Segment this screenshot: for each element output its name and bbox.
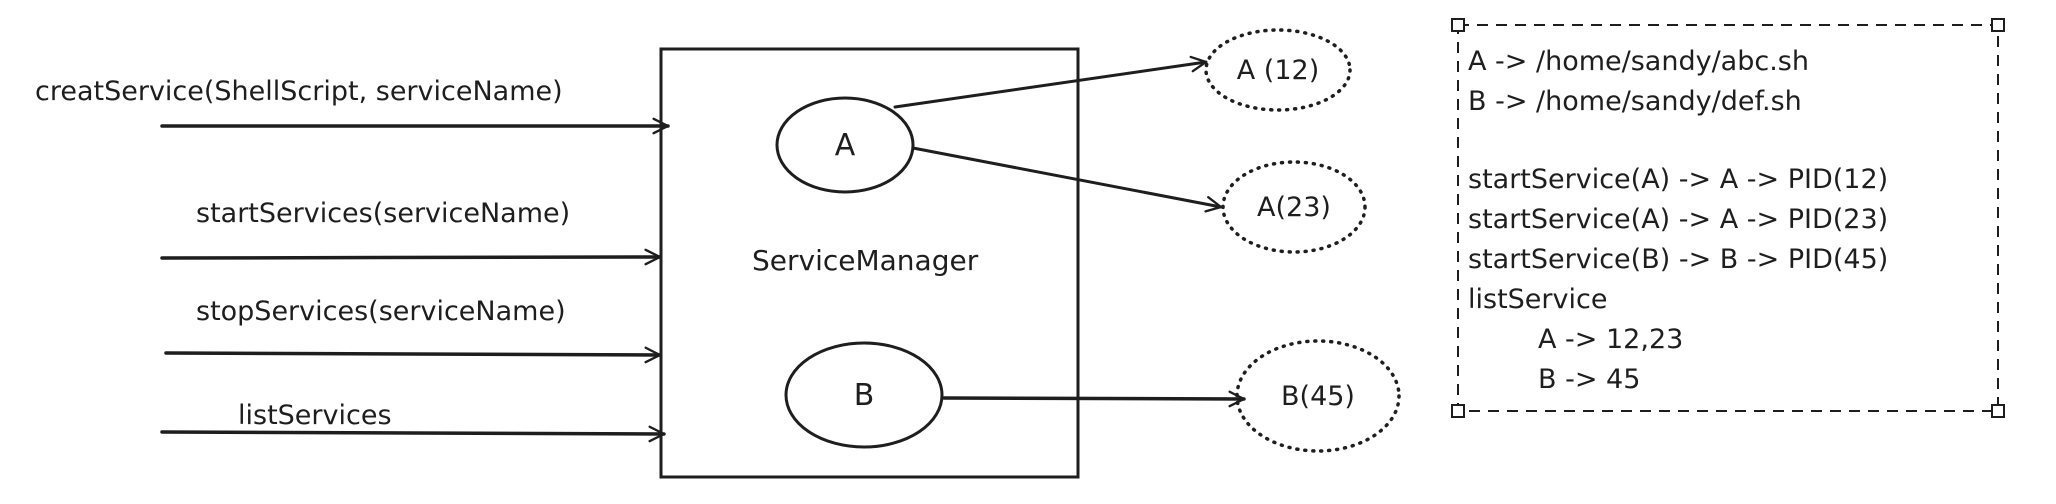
note-line-6: startService(B) -> B -> PID(45) xyxy=(1468,244,1888,275)
note-line-9: B -> 45 xyxy=(1538,364,1640,395)
stop-services-label: stopServices(serviceName) xyxy=(196,296,566,327)
notes-handle-top-right xyxy=(1991,18,2005,32)
b-to-pid-45-arrow xyxy=(942,390,1246,408)
process-a-12-label: A (12) xyxy=(1237,55,1319,86)
service-a-ellipse xyxy=(775,96,915,194)
a-to-pid-12-arrow xyxy=(893,55,1208,109)
process-instances: A (12) A(23) B(45) xyxy=(1204,28,1401,453)
service-manager-box xyxy=(659,47,1080,479)
list-services-label: listServices xyxy=(238,400,392,431)
service-node-a: A xyxy=(775,96,915,194)
service-b-label: B xyxy=(854,378,875,413)
create-service-label: creatService(ShellScript, serviceName) xyxy=(35,76,563,107)
process-a-23: A(23) xyxy=(1221,160,1367,254)
start-services-label: startServices(serviceName) xyxy=(196,198,570,229)
notes-panel: A -> /home/sandy/abc.sh B -> /home/sandy… xyxy=(1451,18,2005,418)
start-services-input: startServices(serviceName) xyxy=(160,198,662,266)
service-node-b: B xyxy=(784,341,944,449)
a-to-pid-23-arrow xyxy=(911,146,1223,213)
note-line-8: A -> 12,23 xyxy=(1538,324,1683,355)
list-services-arrow xyxy=(160,425,666,443)
service-manager: ServiceManager A B xyxy=(659,47,1080,479)
process-b-45-label: B(45) xyxy=(1281,381,1355,412)
notes-handle-top-left xyxy=(1451,18,1465,32)
stop-services-input: stopServices(serviceName) xyxy=(164,296,662,364)
process-a-23-ellipse xyxy=(1221,160,1367,254)
note-line-5: startService(A) -> A -> PID(23) xyxy=(1468,204,1888,235)
service-a-label: A xyxy=(835,128,856,163)
note-line-4: startService(A) -> A -> PID(12) xyxy=(1468,164,1888,195)
process-b-45: B(45) xyxy=(1235,339,1401,453)
list-services-input: listServices xyxy=(160,400,666,443)
notes-dashed-frame xyxy=(1457,24,1999,412)
note-line-7: listService xyxy=(1468,284,1607,315)
spawn-arrows xyxy=(893,55,1246,408)
stop-services-arrow xyxy=(164,346,662,364)
process-a-23-label: A(23) xyxy=(1257,192,1331,223)
notes-handle-bottom-right xyxy=(1991,404,2005,418)
service-b-ellipse xyxy=(784,341,944,449)
process-a-12-ellipse xyxy=(1204,28,1352,112)
service-manager-label: ServiceManager xyxy=(752,244,979,277)
note-line-1: A -> /home/sandy/abc.sh xyxy=(1468,46,1809,77)
process-b-45-ellipse xyxy=(1235,339,1401,453)
start-services-arrow xyxy=(160,248,662,266)
process-a-12: A (12) xyxy=(1204,28,1352,112)
note-line-2: B -> /home/sandy/def.sh xyxy=(1468,86,1802,117)
notes-handle-bottom-left xyxy=(1451,404,1465,418)
api-inputs: creatService(ShellScript, serviceName) s… xyxy=(35,76,670,443)
create-service-input: creatService(ShellScript, serviceName) xyxy=(35,76,670,135)
